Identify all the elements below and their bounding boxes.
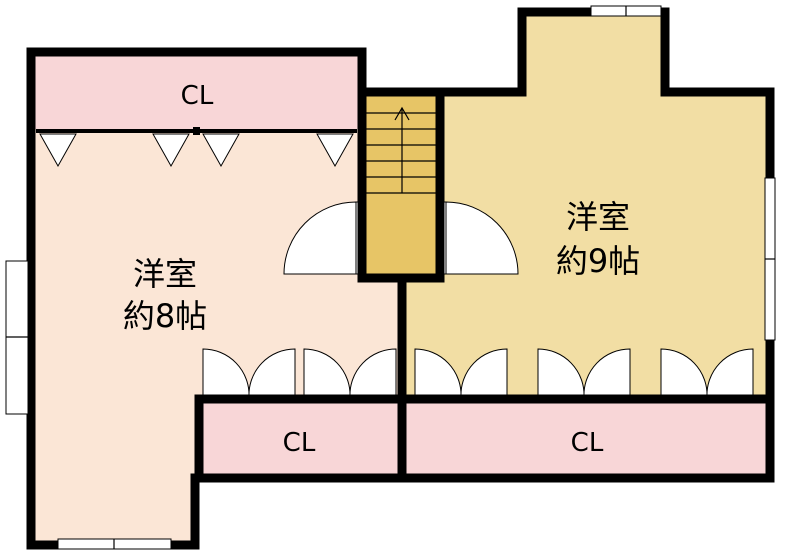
closet-top-left — [31, 52, 362, 129]
closet-top-left-label: CL — [181, 81, 214, 111]
stair-treads — [362, 112, 440, 194]
room-9-floor — [402, 12, 770, 399]
room-8-name: 洋室 — [133, 255, 197, 293]
room-9-name: 洋室 — [566, 198, 630, 236]
window-left — [5, 260, 29, 415]
closet-bar-post — [193, 127, 200, 135]
window-top — [590, 5, 662, 17]
room-8-floor — [31, 52, 402, 545]
closet-bottom-right-label: CL — [571, 428, 604, 458]
folding-door-marks — [39, 133, 354, 168]
staircase[interactable] — [362, 92, 440, 274]
closet-bottom-right — [402, 403, 770, 478]
room-8-size: 約8帖 — [123, 297, 207, 335]
closet-bottom-middle — [199, 403, 402, 478]
window-right — [764, 177, 776, 341]
up-arrow-icon — [394, 106, 410, 193]
room-9-size: 約9帖 — [556, 242, 640, 280]
closet-bottom-middle-label: CL — [283, 428, 316, 458]
closet-doors-right[interactable] — [414, 348, 754, 398]
window-bottom — [57, 538, 172, 550]
closet-doors-middle[interactable] — [202, 348, 397, 398]
